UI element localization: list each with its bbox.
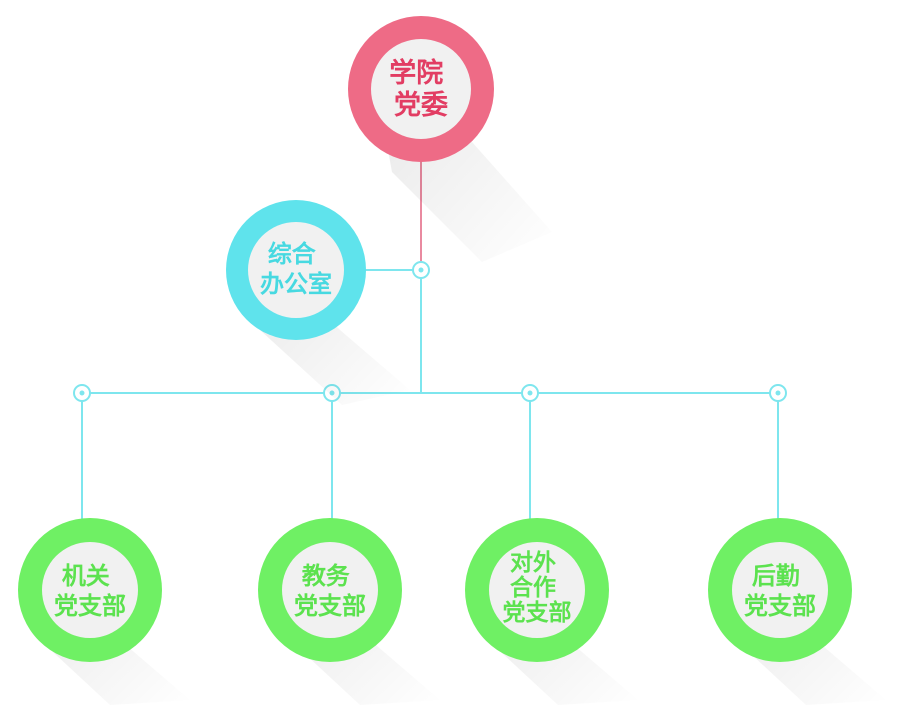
branch-label: 后勤 党支部	[744, 561, 816, 620]
branch-label: 教务 党支部	[294, 561, 366, 620]
root-node: 学院 党委	[348, 16, 494, 162]
junction-marker	[521, 384, 539, 402]
office-node: 综合 办公室	[226, 200, 366, 340]
junction-marker	[769, 384, 787, 402]
junction-marker	[73, 384, 91, 402]
root-label: 学院 党委	[389, 57, 452, 121]
junction-marker	[412, 261, 430, 279]
branch-node-jiguan: 机关 党支部	[18, 518, 162, 662]
branch-node-houqin: 后勤 党支部	[708, 518, 852, 662]
branch-node-jiaowu: 教务 党支部	[258, 518, 402, 662]
branch-label: 机关 党支部	[54, 561, 126, 620]
branch-label: 对外 合作 党支部	[503, 549, 572, 626]
branch-node-duiwai: 对外 合作 党支部	[465, 518, 609, 662]
office-label: 综合 办公室	[260, 239, 332, 298]
